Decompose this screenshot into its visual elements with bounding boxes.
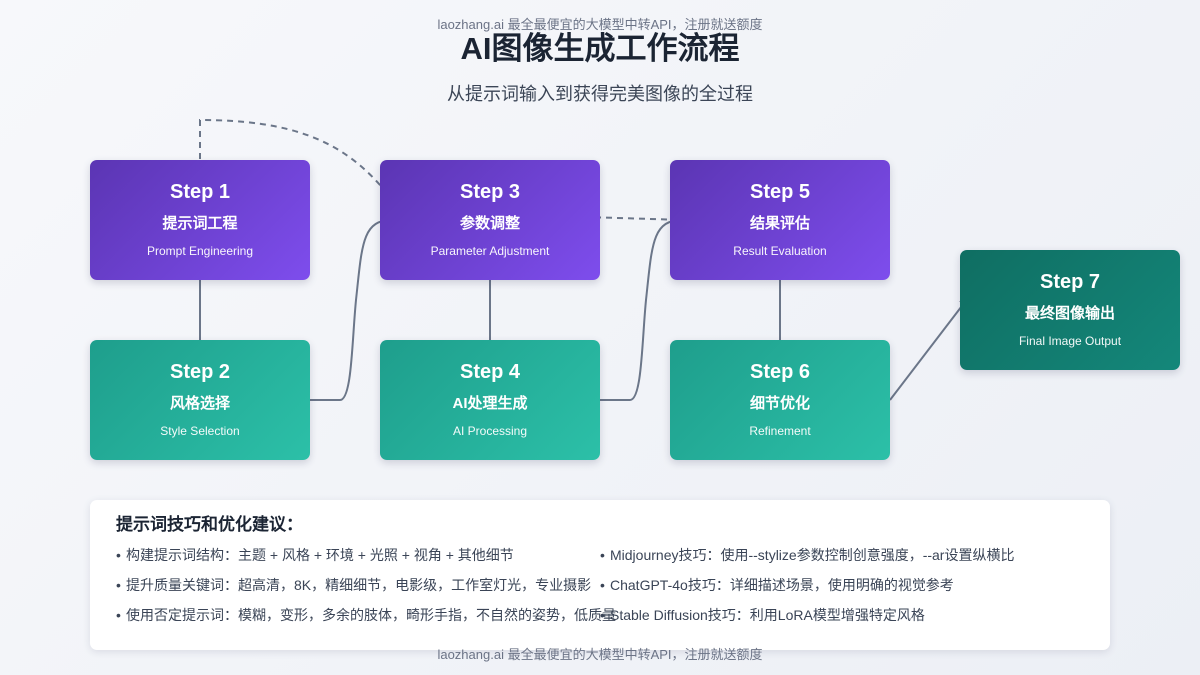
step-5-box: Step 5 结果评估 Result Evaluation — [670, 160, 890, 280]
step-1-title: 提示词工程 — [162, 215, 238, 232]
page-subtitle: 从提示词输入到获得完美图像的全过程 — [447, 84, 753, 104]
bullet-icon: • — [116, 607, 121, 623]
step-1-number: Step 1 — [169, 181, 231, 203]
step-7-number: Step 7 — [1039, 271, 1101, 293]
tip-text: 提升质量关键词：超高清，8K，精细细节，电影级，工作室灯光，专业摄影 — [126, 577, 592, 593]
step-2-title: 风格选择 — [169, 395, 230, 412]
tip-item: •使用否定提示词：模糊，变形，多余的肢体，畸形手指，不自然的姿势，低质量 — [116, 606, 616, 624]
step-2-number: Step 2 — [169, 361, 231, 383]
step-3-number: Step 3 — [459, 181, 521, 203]
step-6-number: Step 6 — [749, 361, 811, 383]
arrow-step4-to-step5 — [600, 215, 684, 401]
step-6-subtitle: Refinement — [749, 424, 811, 438]
watermark-top: laozhang.ai 最全最便宜的大模型中转API，注册就送额度 — [437, 17, 763, 32]
step-7-subtitle: Final Image Output — [1018, 334, 1122, 348]
step-1-box: Step 1 提示词工程 Prompt Engineering — [90, 160, 310, 280]
tip-item: • Stable Diffusion技巧：利用LoRA模型增强特定风格 — [600, 606, 925, 624]
step-2-subtitle: Style Selection — [160, 424, 240, 438]
tips-card: 提示词技巧和优化建议： • 构建提示词结构：主题 + 风格 + 环境 + 光照 +… — [90, 500, 1110, 650]
tip-text: Midjourney技巧：使用--stylize参数控制创意强度，--ar设置纵… — [610, 547, 1015, 563]
tip-item: • 提升质量关键词：超高清，8K，精细细节，电影级，工作室灯光，专业摄影 — [116, 576, 591, 594]
tip-text: 使用否定提示词：模糊，变形，多余的肢体，畸形手指，不自然的姿势，低质量 — [126, 607, 616, 623]
step-4-subtitle: AI Processing — [452, 424, 528, 438]
page-title: AI图像生成工作流程 — [460, 31, 740, 66]
arrow-step6-to-step7 — [889, 296, 970, 401]
tip-item: • Midjourney技巧：使用--stylize参数控制创意强度，--ar设置… — [600, 546, 1014, 564]
tip-text: 构建提示词结构：主题 + 风格 + 环境 + 光照 + 视角 + 其他细节 — [126, 547, 514, 563]
step-7-title: 最终图像输出 — [1024, 305, 1115, 322]
step-4-number: Step 4 — [459, 361, 521, 383]
arrow-step2-to-step3 — [310, 215, 394, 401]
step-5-number: Step 5 — [749, 181, 811, 203]
bullet-icon: • — [116, 547, 121, 563]
step-6-title: 细节优化 — [749, 395, 810, 412]
bullet-icon: • — [600, 607, 605, 623]
tips-heading: 提示词技巧和优化建议： — [116, 515, 303, 534]
step-5-title: 结果评估 — [749, 215, 810, 232]
tip-item: • 构建提示词结构：主题 + 风格 + 环境 + 光照 + 视角 + 其他细节 — [116, 546, 514, 564]
step-3-subtitle: Parameter Adjustment — [430, 244, 550, 258]
step-7-box: Step 7 最终图像输出 Final Image Output — [960, 250, 1180, 370]
bullet-icon: • — [600, 577, 605, 593]
step-3-box: Step 3 参数调整 Parameter Adjustment — [380, 160, 600, 280]
tip-item: • ChatGPT-4o技巧：详细描述场景，使用明确的视觉参考 — [600, 576, 954, 594]
feedback-dashed-to-step1 — [195, 118, 381, 186]
step-3-title: 参数调整 — [459, 215, 520, 232]
step-2-box: Step 2 风格选择 Style Selection — [90, 340, 310, 460]
step-5-subtitle: Result Evaluation — [733, 244, 827, 258]
bullet-icon: • — [116, 577, 121, 593]
tip-text: ChatGPT-4o技巧：详细描述场景，使用明确的视觉参考 — [610, 577, 954, 593]
step-4-box: Step 4 AI处理生成 AI Processing — [380, 340, 600, 460]
step-4-title: AI处理生成 — [452, 395, 528, 412]
bullet-icon: • — [600, 547, 605, 563]
tip-text: Stable Diffusion技巧：利用LoRA模型增强特定风格 — [610, 607, 925, 623]
step-6-box: Step 6 细节优化 Refinement — [670, 340, 890, 460]
step-1-subtitle: Prompt Engineering — [146, 244, 254, 258]
watermark-bottom: laozhang.ai 最全最便宜的大模型中转API，注册就送额度 — [437, 647, 763, 662]
